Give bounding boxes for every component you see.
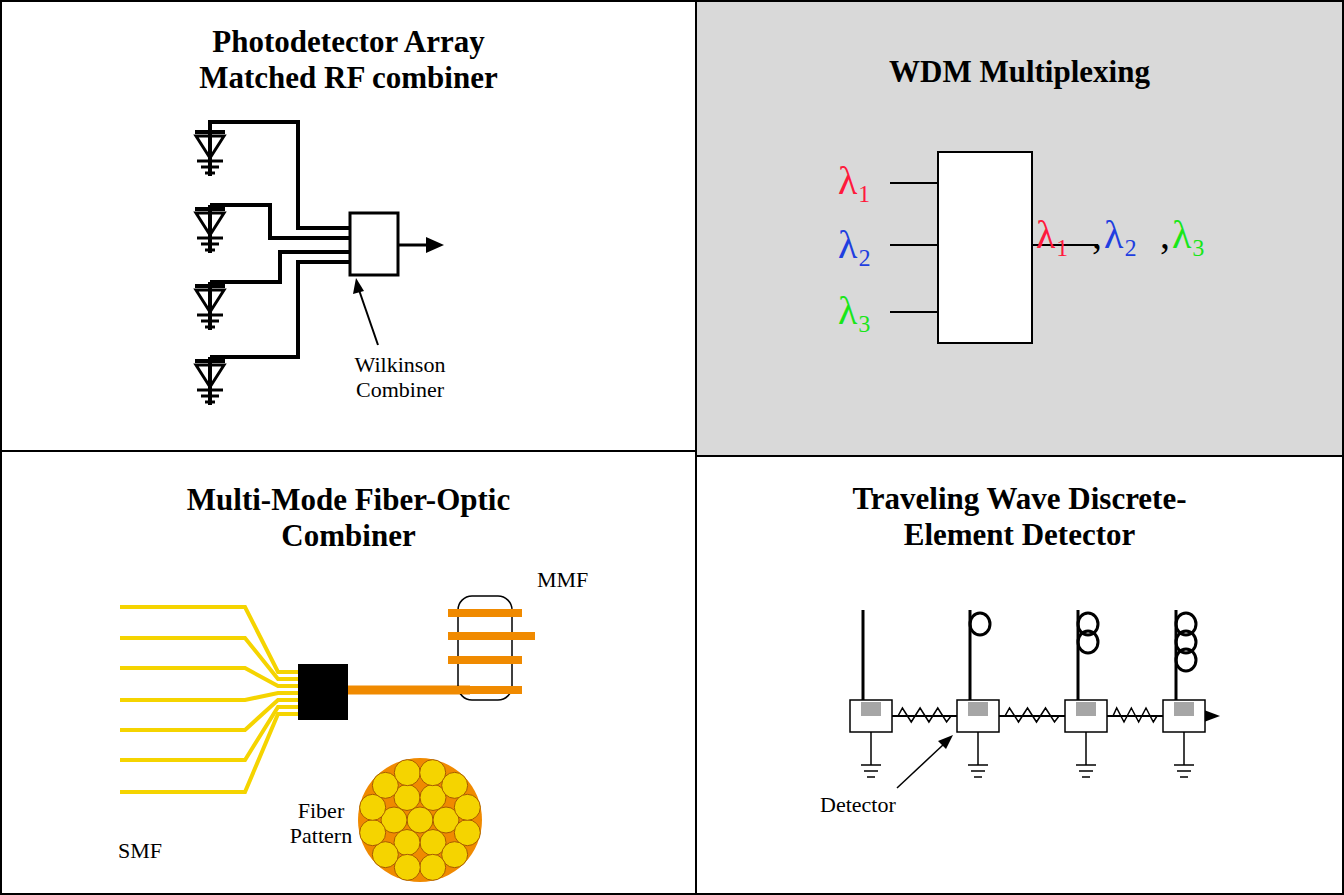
separator: , <box>1160 212 1170 258</box>
traveling-wave-detector <box>850 610 1220 788</box>
resistor-symbol <box>1107 708 1163 722</box>
separator: , <box>1092 212 1102 258</box>
detector-element <box>1163 700 1205 732</box>
callout-label: Wilkinson Combiner <box>330 352 470 403</box>
fiber-label: SMF <box>118 838 162 863</box>
panel-title: Multi-Mode Fiber-Optic Combiner <box>184 482 514 553</box>
fiber-label: Fiber Pattern <box>286 798 356 849</box>
diagram-panel: Traveling Wave Discrete-Element Detector <box>695 455 1344 895</box>
detector-element <box>957 700 999 732</box>
diagram-panel: WDM Multiplexing <box>695 0 1344 457</box>
fiber-combiner <box>120 596 535 882</box>
part-label: Detector <box>820 792 896 817</box>
panel-title: Photodetector Array Matched RF combiner <box>159 24 539 95</box>
photodiode-symbol <box>195 282 225 330</box>
fiber-bundle-ferrule <box>298 664 348 720</box>
wavelength-label: λ₃ <box>1172 212 1205 258</box>
single-mode-fiber <box>120 668 302 686</box>
photodiode-symbol <box>195 357 225 405</box>
single-mode-fiber <box>120 693 302 700</box>
resistor-symbol <box>999 708 1065 722</box>
panel-title: WDM Multiplexing <box>720 54 1320 90</box>
single-mode-fiber <box>120 707 302 760</box>
single-mode-fiber <box>120 638 302 679</box>
wilkinson-combiner <box>350 213 398 275</box>
diagram-panel: Photodetector Array Matched RF combiner <box>0 0 697 452</box>
wavelength-label: λ₁ <box>1036 212 1069 258</box>
photodiode-symbol <box>195 128 225 176</box>
panel-title: Traveling Wave Discrete-Element Detector <box>810 481 1230 552</box>
detector-element <box>1065 700 1107 732</box>
fiber-label: MMF <box>537 567 588 592</box>
wavelength-label: λ₂ <box>838 222 871 268</box>
wdm-multiplexer <box>890 152 1098 343</box>
detector-element <box>850 700 892 732</box>
photodiode-symbol <box>195 205 225 253</box>
panel-ground <box>695 0 1344 455</box>
single-mode-fiber <box>120 714 302 792</box>
resistor-symbol <box>892 708 957 722</box>
wavelength-label: λ₁ <box>838 158 871 204</box>
wavelength-label: λ₃ <box>838 288 871 334</box>
wavelength-label: λ₂ <box>1104 212 1137 258</box>
